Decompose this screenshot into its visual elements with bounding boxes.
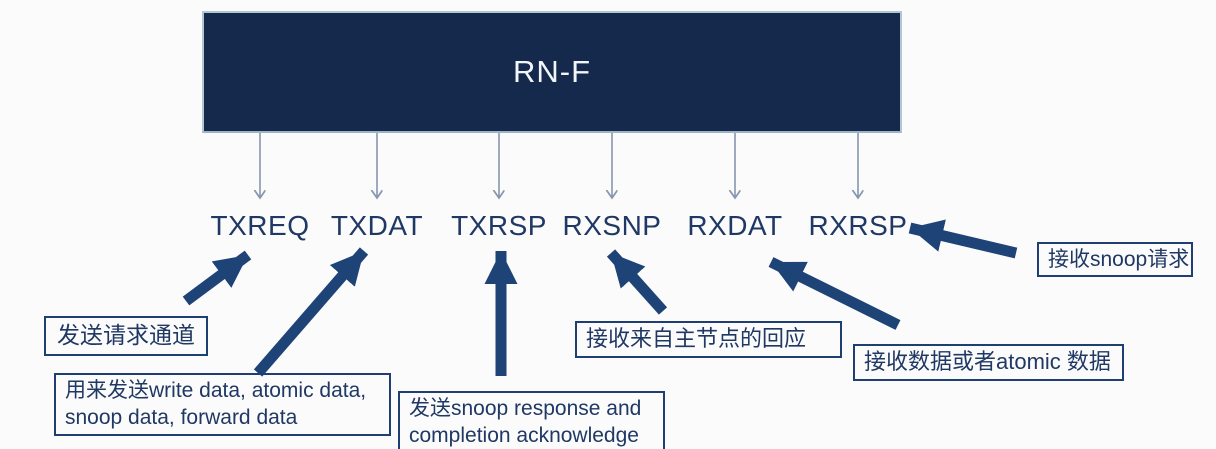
annotation-box-rxdat: 接收数据或者atomic 数据 (853, 344, 1124, 381)
rnf-node-box: RN-F (202, 11, 902, 133)
channel-label-txreq: TXREQ (210, 210, 310, 241)
annotation-box-rxsnp: 接收来自主节点的回应 (575, 321, 842, 358)
channel-label-txdat: TXDAT (330, 210, 424, 241)
annotation-box-txrsp: 发送snoop response and completion acknowle… (398, 391, 665, 449)
channel-label-rxsnp: RXSNP (562, 210, 662, 241)
channel-label-rxrsp: RXRSP (808, 210, 908, 241)
channel-label-txrsp: TXRSP (451, 210, 547, 241)
annotation-arrow-rxsnp (606, 249, 668, 315)
annotation-arrow-txdat (253, 247, 369, 377)
annotation-arrow-txreq (182, 250, 252, 306)
annotation-box-rxrsp: 接收snoop请求 (1037, 242, 1193, 278)
rnf-node-label: RN-F (512, 54, 592, 89)
annotation-arrow-rxdat (768, 257, 901, 330)
channel-label-rxdat: RXDAT (687, 210, 783, 241)
annotation-box-txdat: 用来发送write data, atomic data, snoop data,… (54, 373, 391, 436)
annotation-box-txreq: 发送请求通道 (44, 316, 208, 356)
annotation-arrow-rxrsp (908, 219, 1018, 259)
